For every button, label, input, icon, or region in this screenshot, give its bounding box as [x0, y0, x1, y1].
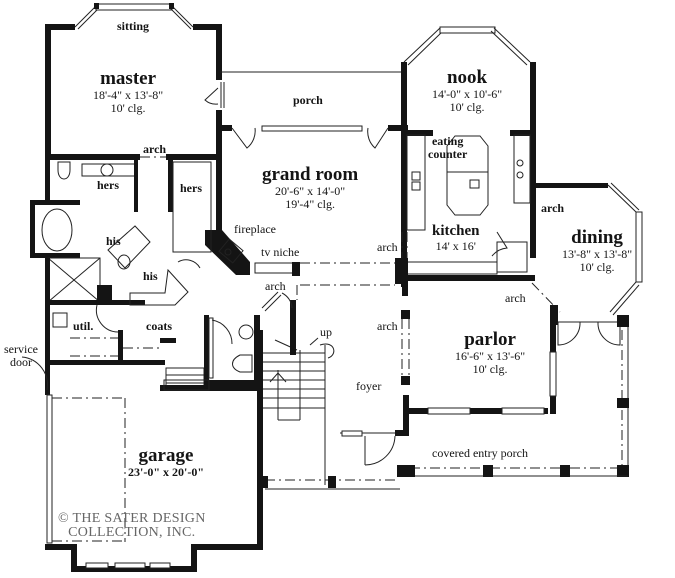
room-name: master	[100, 68, 157, 89]
staircase	[258, 285, 335, 490]
room-name: kitchen	[432, 223, 480, 239]
nook-walls	[401, 26, 536, 287]
label-arch-parlor: arch	[505, 291, 526, 305]
room-size: 14'-0" x 10'-6"	[432, 86, 503, 101]
counter-line: counter	[428, 146, 468, 161]
front-entry	[260, 430, 400, 490]
room-master: master 18'-4" x 13'-8" 10' clg.	[93, 69, 163, 114]
label-his-2: his	[143, 269, 158, 283]
label-up: up	[320, 325, 332, 339]
dining-walls	[531, 182, 643, 316]
room-name: grand room	[262, 164, 359, 185]
room-size: 13'-8" x 13'-8"	[562, 246, 633, 261]
grand-room-walls	[205, 130, 408, 286]
room-size: 20'-6" x 14'-0"	[275, 183, 346, 198]
label-arch-dining: arch	[541, 201, 565, 215]
room-ceiling: 10' clg.	[449, 99, 485, 114]
copyright-notice: © THE SATER DESIGN COLLECTION, INC.	[58, 512, 206, 540]
label-covered-entry-porch: covered entry porch	[432, 446, 528, 460]
room-nook: nook 14'-0" x 10'-6" 10' clg.	[432, 68, 502, 113]
room-dining: dining 13'-8" x 13'-8" 10' clg.	[562, 228, 632, 273]
room-garage: garage 23'-0" x 20'-0"	[128, 446, 204, 479]
room-name: parlor	[464, 329, 516, 350]
label-arch-foyer: arch	[377, 319, 398, 333]
copyright-line-2: COLLECTION, INC.	[68, 525, 196, 540]
label-service-door: service door	[4, 343, 38, 368]
label-foyer: foyer	[356, 379, 382, 393]
room-name: garage	[138, 445, 194, 466]
room-name: dining	[571, 227, 623, 248]
room-ceiling: 19'-4" clg.	[285, 196, 335, 211]
room-size: 16'-6" x 13'-6"	[455, 348, 526, 363]
kitchen-fixtures	[405, 134, 535, 281]
label-arch-kitchen: arch	[377, 240, 398, 254]
room-grand-room: grand room 20'-6" x 14'-0" 19'-4" clg.	[262, 165, 358, 210]
foyer-parlor-walls	[395, 284, 629, 477]
copyright-line-1: © THE SATER DESIGN	[58, 511, 206, 526]
label-hers-2: hers	[180, 181, 202, 195]
label-coats: coats	[146, 319, 172, 333]
porch-outline	[220, 71, 408, 149]
eating-line: eating	[431, 134, 464, 148]
door-line: door	[9, 354, 32, 369]
master-porch-door	[204, 87, 219, 105]
util-coats-area	[45, 304, 260, 391]
room-size: 14' x 16'	[435, 238, 476, 253]
label-arch-master: arch	[143, 142, 167, 156]
service-line: service	[4, 342, 38, 356]
label-porch: porch	[293, 93, 323, 107]
label-util: util.	[73, 319, 94, 333]
master-bath	[30, 156, 212, 368]
room-parlor: parlor 16'-6" x 13'-6" 10' clg.	[455, 330, 525, 375]
label-sitting: sitting	[117, 19, 150, 33]
label-eating-counter: eating counter	[428, 135, 467, 160]
label-his-1: his	[106, 234, 121, 248]
sitting-bay-window	[74, 3, 194, 30]
room-ceiling: 10' clg.	[579, 259, 615, 274]
room-name: nook	[446, 67, 488, 88]
room-kitchen: kitchen 14' x 16'	[432, 223, 480, 253]
label-tv-niche: tv niche	[261, 245, 300, 259]
garage-walls	[21, 356, 263, 572]
room-ceiling: 10' clg.	[472, 361, 508, 376]
room-ceiling: 10' clg.	[110, 100, 146, 115]
label-arch-foyer-top: arch	[265, 279, 286, 293]
room-size: 23'-0" x 20'-0"	[128, 464, 204, 479]
label-hers-1: hers	[97, 178, 119, 192]
label-fireplace: fireplace	[234, 222, 276, 236]
room-size: 18'-4" x 13'-8"	[93, 87, 164, 102]
